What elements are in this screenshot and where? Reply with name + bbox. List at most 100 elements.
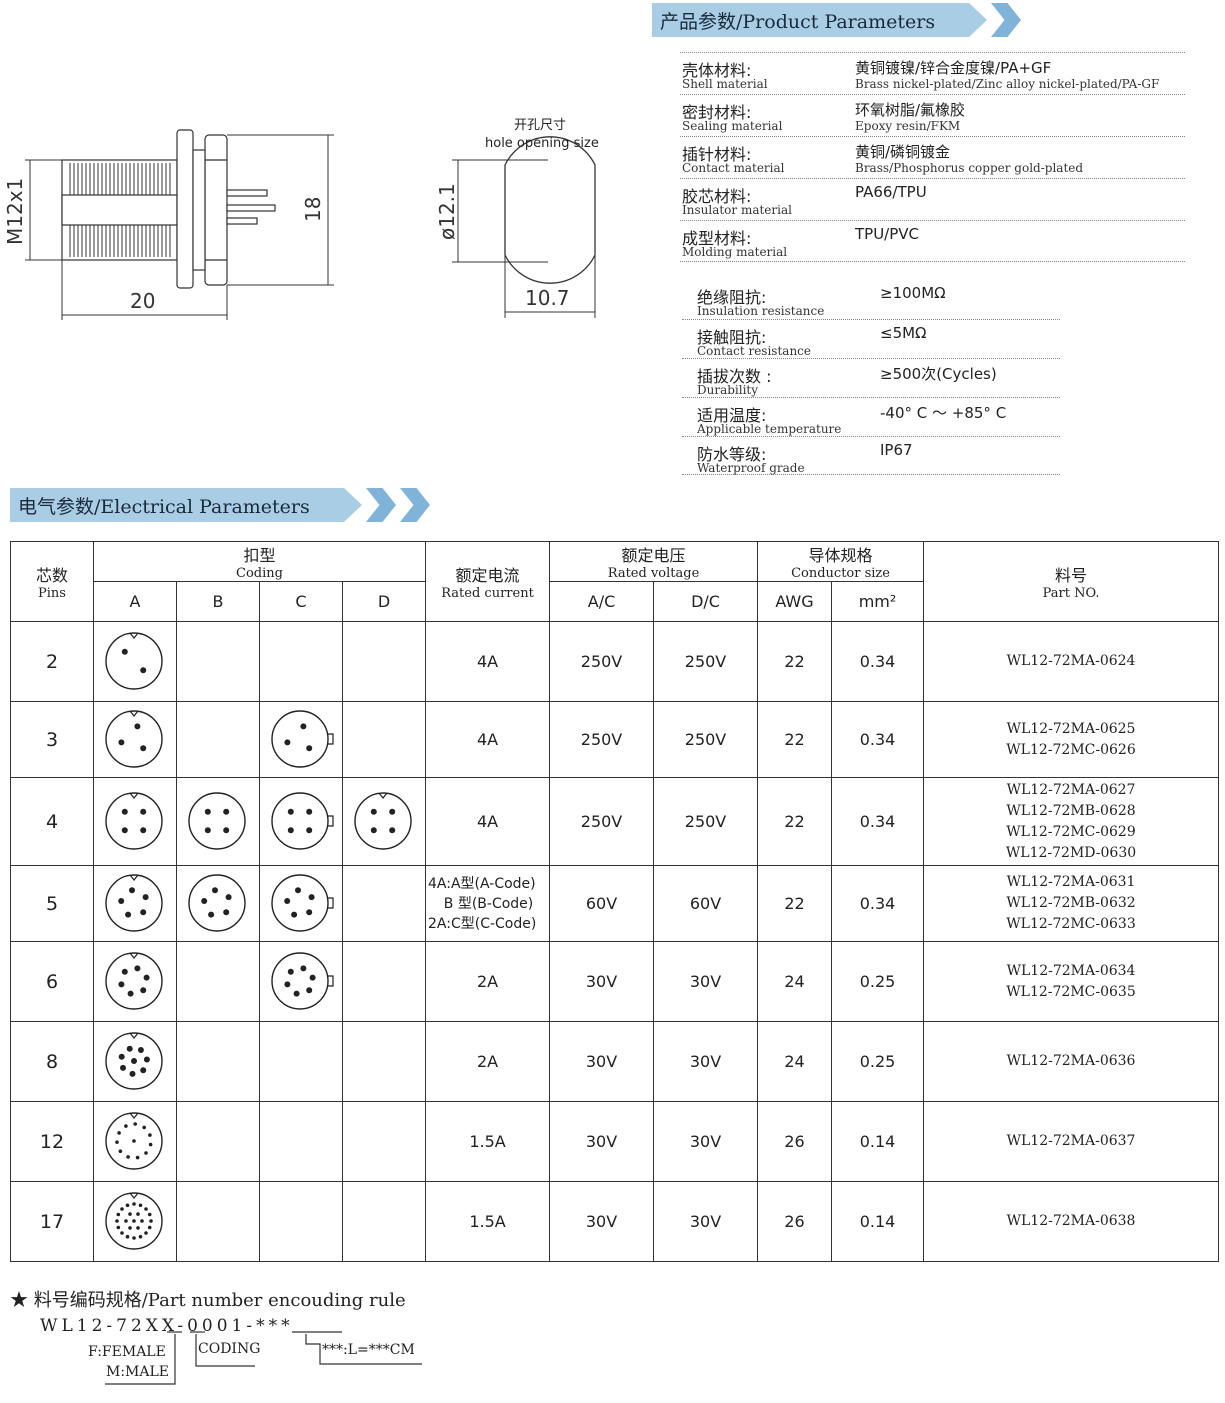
pins-cell: 6 [10, 941, 94, 1022]
param-value: ≥100MΩ [880, 284, 946, 302]
coding-a-cell [93, 621, 177, 702]
current-cell: 2A [425, 1021, 551, 1102]
coding-d-cell [341, 1021, 427, 1102]
part-number: WL12-72MB-0632 [1006, 895, 1136, 911]
param-value: IP67 [880, 441, 913, 459]
param-name-zh: 绝缘阻抗: [697, 288, 767, 307]
coding-c-cell [259, 1181, 343, 1262]
ac-voltage-cell: 30V [549, 941, 655, 1022]
param-name-zh: 适用温度: [697, 406, 767, 425]
param-value: ≤5MΩ [880, 324, 927, 342]
awg-cell: 26 [757, 1101, 833, 1182]
hole-title-zh: 开孔尺寸 [514, 118, 566, 133]
param-value-en: Brass nickel-plated/Zinc alloy nickel-pl… [855, 77, 1160, 91]
current-cell: 1.5A [425, 1101, 551, 1182]
param-name-en: Durability [697, 383, 759, 397]
current-line: 2A:C型(C-Code) [428, 915, 537, 932]
ac-voltage-cell: 30V [549, 1021, 655, 1102]
pin-layout-icon [105, 1191, 163, 1250]
param-row: 接触阻抗:Contact resistance≤5MΩ [682, 319, 1060, 358]
part-number: WL12-72MA-0636 [1006, 1053, 1136, 1069]
coding-b-cell [176, 701, 260, 778]
pin-layout-icon [271, 791, 334, 850]
coding-d-cell [341, 701, 427, 778]
param-name-en: Contact material [682, 161, 785, 175]
coding-b-cell [176, 865, 260, 942]
coding-a-cell [93, 1101, 177, 1182]
mm2-cell: 0.34 [831, 621, 925, 702]
param-name-en: Contact resistance [697, 344, 811, 358]
part-number: WL12-72MA-0624 [1006, 653, 1136, 669]
param-name-zh: 密封材料: [682, 103, 752, 122]
coding-c-cell [259, 941, 343, 1022]
hole-diameter-label: ø12.1 [435, 183, 459, 240]
param-name-en: Insulator material [682, 203, 792, 217]
dc-voltage-cell: 30V [653, 1181, 759, 1262]
mm2-cell: 0.14 [831, 1101, 925, 1182]
pin-layout-icon [105, 951, 163, 1010]
thread-label: M12x1 [3, 178, 27, 245]
param-name-zh: 成型材料: [682, 229, 752, 248]
female-label: F:FEMALE [88, 1344, 166, 1360]
param-value: -40° C ～ +85° C [880, 404, 1007, 422]
pins-cell: 5 [10, 865, 94, 942]
coding-b-cell [176, 941, 260, 1022]
current-cell: 2A [425, 941, 551, 1022]
param-value-zh: TPU/PVC [855, 225, 920, 243]
awg-cell: 24 [757, 941, 833, 1022]
param-value-zh: PA66/TPU [855, 183, 927, 201]
current-cell: 4A [425, 621, 551, 702]
pin-layout-icon [188, 873, 246, 932]
pin-layout-icon [105, 791, 163, 850]
hole-flat-label: 10.7 [525, 286, 570, 310]
pins-cell: 2 [10, 621, 94, 702]
dc-voltage-cell: 30V [653, 1101, 759, 1182]
product-parameters-banner: 产品参数/Product Parameters [652, 3, 1021, 37]
coding-d-cell [341, 941, 427, 1022]
awg-cell: 22 [757, 865, 833, 942]
part-number: WL12-72MA-0634 [1006, 962, 1136, 979]
pins-cell: 8 [10, 1021, 94, 1102]
encoding-title: ★ 料号编码规格/Part number encouding rule [10, 1290, 406, 1311]
param-name-en: Waterproof grade [697, 461, 805, 475]
awg-cell: 22 [757, 701, 833, 778]
part-number: WL12-72MD-0630 [1005, 844, 1137, 861]
param-value: ≥500次(Cycles) [880, 365, 997, 383]
coding-b-cell [176, 777, 260, 866]
mm2-cell: 0.14 [831, 1181, 925, 1262]
pin-layout-icon [271, 951, 334, 1010]
header-mm2: mm² [831, 581, 925, 622]
pins-cell: 12 [10, 1101, 94, 1182]
mm2-cell: 0.34 [831, 865, 925, 942]
param-value-en: Epoxy resin/FKM [855, 119, 961, 133]
coding-d-cell [341, 1101, 427, 1182]
pin-layout-icon [105, 709, 163, 768]
param-row: 绝缘阻抗:Insulation resistance≥100MΩ [682, 280, 1060, 319]
part-number: WL12-72MC-0633 [1006, 916, 1136, 932]
awg-cell: 22 [757, 777, 833, 866]
ac-voltage-cell: 60V [549, 865, 655, 942]
current-cell: 4A [425, 777, 551, 866]
part-number-encoding-rule: ★ 料号编码规格/Part number encouding rule WL12… [10, 1286, 422, 1385]
part-number: WL12-72MB-0628 [1006, 802, 1136, 819]
mm2-cell: 0.25 [831, 941, 925, 1022]
coding-b-cell [176, 1101, 260, 1182]
coding-c-cell [259, 621, 343, 702]
part-number: WL12-72MA-0637 [1006, 1133, 1136, 1149]
param-value-zh: 黄铜/磷铜镀金 [855, 143, 951, 161]
coding-a-cell [93, 777, 177, 866]
part-number-cell: WL12-72MA-0624 [923, 621, 1220, 702]
current-line: 4A:A型(A-Code) [428, 875, 536, 892]
awg-cell: 22 [757, 621, 833, 702]
